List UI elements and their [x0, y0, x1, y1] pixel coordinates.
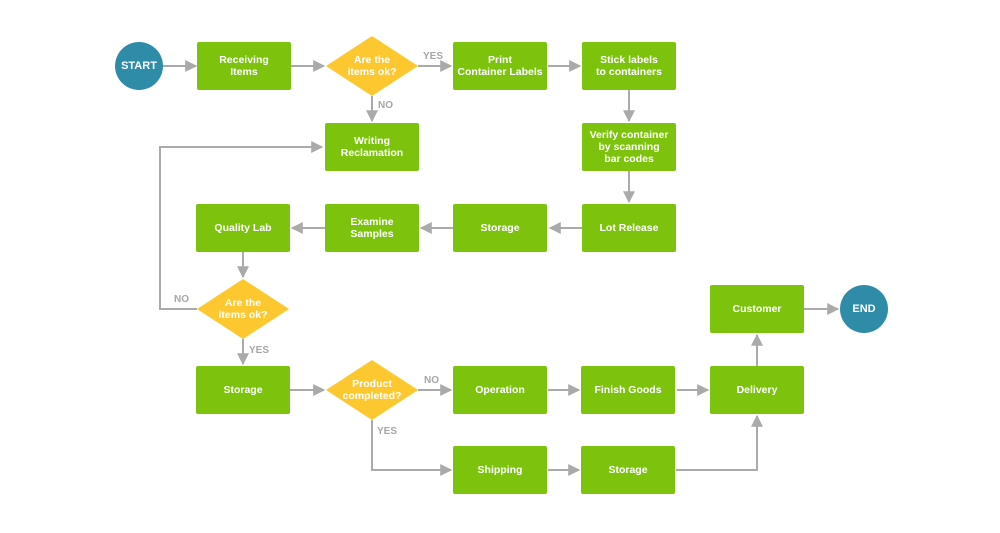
- arrow-decision3-yes-to-shipping: [371, 420, 453, 476]
- step-delivery-label: Delivery: [736, 384, 778, 396]
- step-operation-label: Operation: [475, 384, 525, 396]
- decision-product-completed: Product completed?: [332, 375, 412, 405]
- step-verify-container-label: Verify container by scanning bar codes: [589, 129, 669, 165]
- edge-label-no-3: NO: [424, 375, 439, 386]
- step-print-container-labels: Print Container Labels: [453, 42, 547, 90]
- decision-items-ok-2-shape: [197, 279, 289, 339]
- edge-label-yes-1: YES: [423, 51, 444, 62]
- step-storage-1-label: Storage: [480, 222, 520, 234]
- step-quality-lab-label: Quality Lab: [214, 222, 272, 234]
- step-finish-goods-label: Finish Goods: [594, 384, 662, 396]
- step-shipping: Shipping: [453, 446, 547, 494]
- end-node: END: [840, 285, 888, 333]
- arrow-decision2-no-to-reclamation: [159, 141, 324, 310]
- start-node: START: [115, 42, 163, 90]
- step-operation: Operation: [453, 366, 547, 414]
- step-shipping-label: Shipping: [477, 464, 523, 476]
- step-delivery: Delivery: [710, 366, 804, 414]
- step-verify-container: Verify container by scanning bar codes: [582, 123, 676, 171]
- step-storage-3-label: Storage: [608, 464, 648, 476]
- step-lot-release: Lot Release: [582, 204, 676, 252]
- step-stick-labels-label: Stick labels to containers: [596, 54, 662, 78]
- step-print-container-labels-label: Print Container Labels: [457, 54, 543, 78]
- edge-label-no-1: NO: [378, 100, 393, 111]
- decision-items-ok-2-label: Are the items ok?: [218, 297, 268, 321]
- step-examine-samples: Examine Samples: [325, 204, 419, 252]
- step-stick-labels: Stick labels to containers: [582, 42, 676, 90]
- step-receiving-items-label: Receiving Items: [219, 54, 269, 78]
- end-node-label: END: [852, 303, 876, 315]
- step-lot-release-label: Lot Release: [599, 222, 659, 234]
- step-quality-lab: Quality Lab: [196, 204, 290, 252]
- step-writing-reclamation: Writing Reclamation: [325, 123, 419, 171]
- decision-items-ok-1-label: Are the items ok?: [347, 54, 397, 78]
- step-examine-samples-label: Examine Samples: [350, 216, 394, 240]
- step-storage-3: Storage: [581, 446, 675, 494]
- arrow-storage-to-delivery: [676, 414, 763, 471]
- decision-items-ok-1: Are the items ok?: [332, 51, 412, 81]
- step-receiving-items: Receiving Items: [197, 42, 291, 90]
- decision-items-ok-1-shape: [326, 36, 418, 96]
- start-node-label: START: [121, 60, 157, 72]
- decision-product-completed-shape: [326, 360, 418, 420]
- decision-product-completed-label: Product completed?: [342, 378, 402, 402]
- step-customer: Customer: [710, 285, 804, 333]
- decision-items-ok-2: Are the items ok?: [203, 294, 283, 324]
- step-storage-2-label: Storage: [223, 384, 263, 396]
- step-customer-label: Customer: [732, 303, 782, 315]
- edge-label-yes-2: YES: [249, 345, 270, 356]
- edge-label-no-2: NO: [174, 294, 189, 305]
- edge-label-yes-3: YES: [377, 426, 398, 437]
- step-storage-1: Storage: [453, 204, 547, 252]
- step-writing-reclamation-label: Writing Reclamation: [340, 135, 404, 159]
- step-storage-2: Storage: [196, 366, 290, 414]
- step-finish-goods: Finish Goods: [581, 366, 675, 414]
